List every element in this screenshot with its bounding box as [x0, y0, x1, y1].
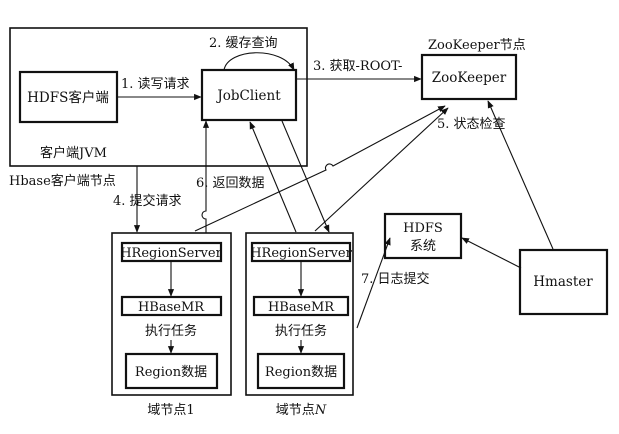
edge-2-arrow — [223, 52, 295, 71]
jobclient-label: JobClient — [215, 88, 281, 104]
zookeeper-box — [420, 53, 518, 101]
hdfs-client-box — [18, 70, 119, 124]
hmaster-label: Hmaster — [533, 274, 593, 290]
edge-6-label: 6. 返回数据 — [196, 176, 265, 191]
edge-1-label: 1. 读写请求 — [121, 77, 190, 92]
edge-6-arrow — [201, 120, 210, 233]
hdfs-system-box — [383, 212, 463, 260]
domain1-task-label: 执行任务 — [145, 323, 197, 339]
edge-hmaster-hdfs-arrow — [461, 237, 522, 269]
edge-3-label: 3. 获取-ROOT- — [313, 59, 402, 74]
domain1-basemr-label: HBaseMR — [138, 300, 205, 315]
edge-5-domain1-arrow — [194, 105, 446, 232]
zookeeper-node-label: ZooKeeper节点 — [428, 38, 526, 53]
edge-jobclient-domainn-request — [281, 120, 330, 233]
domainn-task-label: 执行任务 — [275, 323, 327, 339]
edge-5-hmaster-arrow — [487, 100, 554, 250]
domainn-label-prefix: 域节点 — [276, 403, 315, 418]
domain1-region-label: Region数据 — [135, 365, 207, 380]
domainn-basemr-box — [252, 295, 350, 317]
edge-7-arrow — [356, 237, 391, 329]
edge-5-domainn-arrow — [314, 107, 449, 232]
edge-5-label: 5. 状态检查 — [437, 117, 506, 132]
client-node-label: Hbase客户端节点 — [9, 173, 116, 189]
jobclient-box — [200, 68, 298, 122]
domainn-label: 域节点N — [276, 403, 327, 418]
domain1-region-box — [124, 352, 219, 390]
client-jvm-label: 客户端JVM — [40, 145, 107, 161]
domainn-basemr-label: HBaseMR — [268, 300, 335, 315]
domain1-label: 域节点1 — [147, 403, 194, 418]
hdfs-system-label-line2: 系统 — [410, 239, 436, 254]
edge-2-label: 2. 缓存查询 — [209, 36, 278, 51]
hdfs-system-label-line1: HDFS — [403, 221, 443, 236]
zookeeper-label: ZooKeeper — [432, 70, 507, 86]
domain1-regionserver-label: HRegionServer — [120, 246, 222, 261]
edge-jobclient-domainn-return — [249, 121, 297, 233]
domainn-region-label: Region数据 — [265, 365, 337, 380]
domainn-region-box — [256, 352, 346, 390]
edge-4-label: 4. 提交请求 — [113, 193, 182, 209]
domainn-label-n: N — [314, 403, 327, 418]
hdfs-client-label: HDFS客户端 — [27, 89, 109, 106]
domainn-regionserver-label: HRegionServer — [250, 246, 352, 261]
hmaster-box — [518, 248, 609, 316]
domain1-basemr-box — [120, 295, 223, 317]
edge-7-label: 7. 日志提交 — [361, 271, 430, 287]
